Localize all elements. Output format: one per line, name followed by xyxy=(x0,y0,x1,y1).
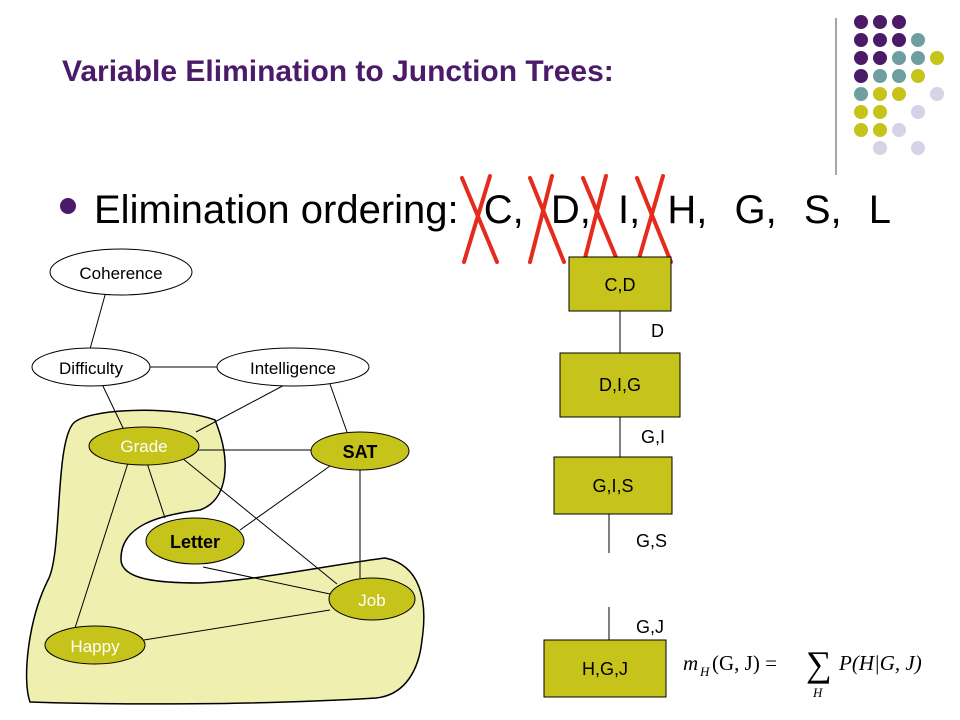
cross-out-h-icon xyxy=(635,174,673,264)
formula-sum-subscript: H xyxy=(812,685,823,700)
ordering-item-s: S, xyxy=(803,188,842,232)
bullet-icon xyxy=(60,198,76,214)
node-job-label: Job xyxy=(358,591,385,610)
graph-edges xyxy=(74,287,361,641)
sepset-label: G,J xyxy=(636,617,664,637)
message-formula: m H (G, J) = ∑ H P(H|G, J) xyxy=(683,644,922,700)
clique-c-d: C,D xyxy=(568,256,672,312)
bullet-prefix: Elimination ordering: xyxy=(94,188,459,232)
clique-h-g-j: H,G,J xyxy=(543,639,667,698)
sepset-label: G,S xyxy=(636,531,667,551)
node-letter: Letter xyxy=(145,517,245,565)
junction-tree: C,D D,I,G G,I,S H,G,J D G,I G,S G,J xyxy=(543,256,681,698)
node-difficulty-label: Difficulty xyxy=(59,359,123,378)
node-happy-label: Happy xyxy=(70,637,120,656)
node-job: Job xyxy=(328,577,416,621)
ordering-item-c: C, xyxy=(483,188,524,232)
node-sat-label: SAT xyxy=(343,442,378,462)
ordering-item-h: H, xyxy=(667,188,708,232)
formula-rhs: P(H|G, J) xyxy=(838,651,922,675)
node-difficulty: Difficulty xyxy=(31,347,151,387)
slide-title: Variable Elimination to Junction Trees: xyxy=(62,55,614,88)
sepset-label: G,I xyxy=(641,427,665,447)
decorative-dot-grid xyxy=(835,15,944,175)
clique-label: H,G,J xyxy=(582,659,628,679)
cross-out-d-icon xyxy=(528,174,566,264)
node-intelligence-label: Intelligence xyxy=(250,359,336,378)
clique-g-i-s: G,I,S xyxy=(553,456,673,515)
formula-lhs: m xyxy=(683,651,698,675)
node-coherence: Coherence xyxy=(49,248,193,296)
node-sat: SAT xyxy=(310,431,410,471)
formula-sum-icon: ∑ xyxy=(806,644,832,684)
cross-out-i-icon xyxy=(581,174,620,264)
clique-label: C,D xyxy=(605,275,636,295)
ordering-item-d: D, xyxy=(550,188,591,232)
clique-label: G,I,S xyxy=(592,476,633,496)
formula-lhs-args: (G, J) = xyxy=(712,651,777,675)
ordering-item-i: I, xyxy=(618,188,641,232)
node-grade: Grade xyxy=(88,426,200,466)
node-letter-label: Letter xyxy=(170,532,220,552)
node-intelligence: Intelligence xyxy=(216,347,370,387)
node-happy: Happy xyxy=(44,625,146,665)
clique-d-i-g: D,I,G xyxy=(559,352,681,418)
node-coherence-label: Coherence xyxy=(79,264,162,283)
clique-label: D,I,G xyxy=(599,375,641,395)
ordering-item-g: G, xyxy=(734,188,777,232)
ordering-item-l: L xyxy=(868,188,892,232)
cross-out-c-icon xyxy=(460,174,499,264)
sepset-label: D xyxy=(651,321,664,341)
elimination-crosses xyxy=(460,174,673,264)
bullet-elimination-ordering: Elimination ordering: C, D, I, H, G, S, … xyxy=(60,188,891,233)
node-grade-label: Grade xyxy=(120,437,167,456)
formula-lhs-subscript: H xyxy=(699,664,710,679)
